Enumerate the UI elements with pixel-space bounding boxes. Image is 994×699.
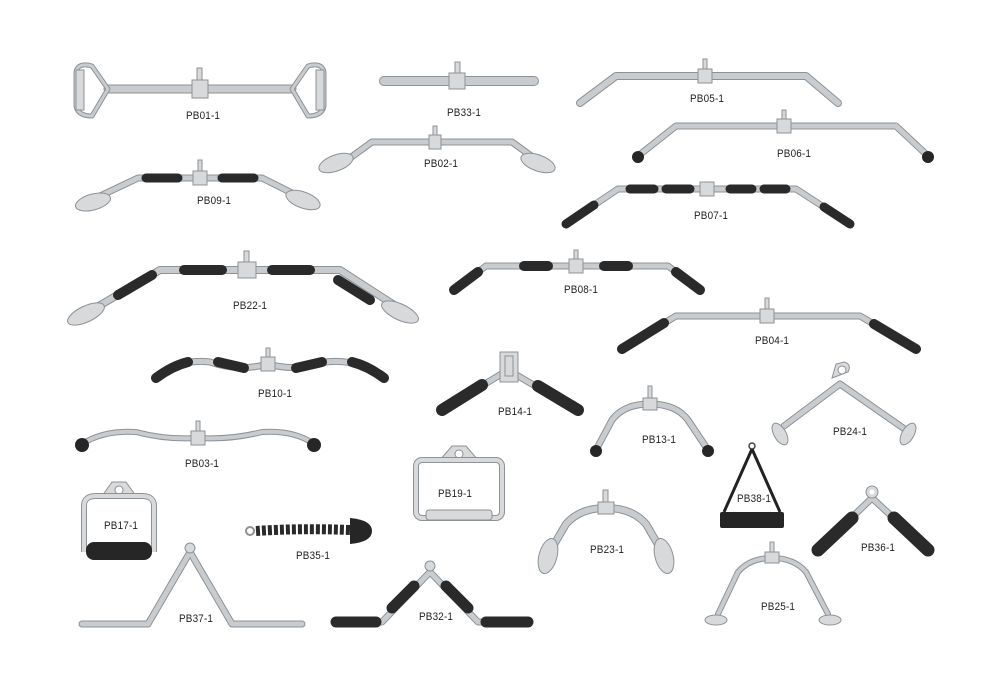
- label-pb06: PB06-1: [777, 148, 812, 160]
- pb36-v-handle: [811, 485, 935, 557]
- pb22-long-grip-bar-paddles: [67, 250, 419, 326]
- label-pb07: PB07-1: [694, 210, 729, 222]
- pb23-row-handle-paddles: [537, 489, 675, 575]
- label-pb03: PB03-1: [185, 458, 220, 470]
- label-pb35: PB35-1: [296, 550, 331, 562]
- label-pb38: PB38-1: [737, 493, 772, 505]
- pb25-row-handle-discs: [704, 541, 842, 626]
- label-pb05: PB05-1: [690, 93, 725, 105]
- pb02-bar-paddle-ends: [318, 125, 556, 174]
- pb03-curl-bar-balls: [75, 420, 321, 452]
- pb14-v-handle: [436, 351, 584, 416]
- label-pb02: PB02-1: [424, 158, 459, 170]
- pb33-straight-bar: [379, 61, 539, 90]
- pb04-lat-bar-grip-ends: [617, 297, 921, 354]
- label-pb01: PB01-1: [186, 110, 221, 122]
- label-pb19: PB19-1: [438, 488, 473, 500]
- label-pb36: PB36-1: [861, 542, 896, 554]
- pb05-lat-bar: [576, 58, 842, 107]
- pb01-bar-with-d-handles: [73, 62, 327, 119]
- label-pb10: PB10-1: [258, 388, 293, 400]
- label-pb37: PB37-1: [179, 613, 214, 625]
- label-pb24: PB24-1: [833, 426, 868, 438]
- pb38-nylon-stirrup: [720, 442, 784, 528]
- pb17-stirrup-rubber-grip: [81, 481, 157, 560]
- label-pb23: PB23-1: [590, 544, 625, 556]
- pb35-tricep-rope: [245, 518, 372, 544]
- pb13-row-handle: [590, 385, 714, 457]
- pb07-multi-grip-bar: [561, 181, 855, 229]
- label-pb17: PB17-1: [104, 520, 139, 532]
- pb09-grip-bar-paddles: [74, 159, 321, 212]
- pb24-v-handle-discs: [771, 361, 917, 446]
- pb37-triangle-handle: [78, 542, 306, 628]
- pb08-grip-bar: [449, 249, 705, 295]
- label-pb25: PB25-1: [761, 601, 796, 613]
- pb06-lat-bar-knobs: [632, 109, 934, 163]
- pb32-v-handle-long: [330, 560, 534, 628]
- label-pb13: PB13-1: [642, 434, 677, 446]
- label-pb08: PB08-1: [564, 284, 599, 296]
- pb19-stirrup-handle: [413, 445, 505, 521]
- label-pb32: PB32-1: [419, 611, 454, 623]
- label-pb22: PB22-1: [233, 300, 268, 312]
- label-pb33: PB33-1: [447, 107, 482, 119]
- label-pb09: PB09-1: [197, 195, 232, 207]
- label-pb14: PB14-1: [498, 406, 533, 418]
- label-pb04: PB04-1: [755, 335, 790, 347]
- pb10-curl-bar: [151, 347, 389, 383]
